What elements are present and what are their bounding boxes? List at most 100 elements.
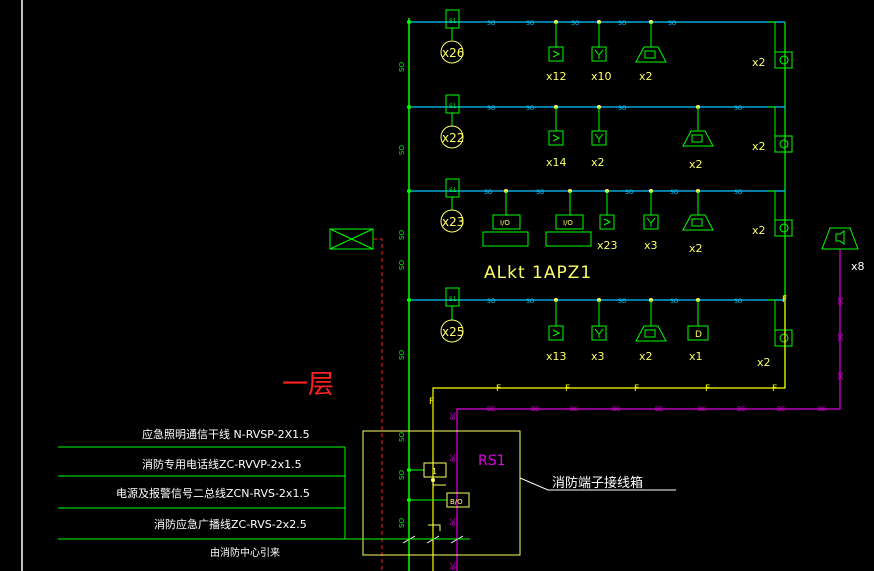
svg-text:F: F bbox=[565, 384, 570, 394]
fire-hydrant-button-icon bbox=[774, 219, 793, 237]
broadcast-line: BC BC BC BC BC BC BC BC BC BC BC BC BC B… bbox=[450, 249, 843, 571]
svg-text:B/O: B/O bbox=[450, 498, 463, 506]
floor-row-3: S1 x23 I/O I/O x23 x3 x2 x2 bbox=[407, 178, 793, 255]
device-count: x2 bbox=[689, 158, 703, 171]
riser-tag: SO bbox=[398, 260, 406, 270]
d-module-icon bbox=[687, 325, 709, 341]
smoke-detector-icon bbox=[548, 46, 564, 62]
box-name: 消防端子接线箱 bbox=[552, 475, 643, 491]
fire-hydrant-button-icon bbox=[774, 135, 793, 153]
svg-text:SO: SO bbox=[526, 20, 535, 27]
svg-text:SO: SO bbox=[571, 20, 580, 27]
svg-text:F: F bbox=[782, 295, 787, 305]
smoke-detector-icon bbox=[548, 325, 564, 341]
svg-text:SO: SO bbox=[734, 105, 743, 112]
svg-text:F: F bbox=[772, 384, 777, 394]
svg-text:SO: SO bbox=[625, 189, 634, 196]
svg-text:BC: BC bbox=[836, 372, 843, 380]
right-device-count: x2 bbox=[752, 224, 766, 237]
io-module-icon bbox=[555, 214, 584, 230]
io-label: I/O bbox=[563, 219, 573, 227]
speaker-icon bbox=[821, 227, 859, 250]
svg-text:SO: SO bbox=[618, 298, 627, 305]
io-label: I/O bbox=[500, 219, 510, 227]
s1-label: S1 bbox=[449, 296, 457, 303]
riser-tag: SO bbox=[398, 145, 406, 155]
floor-circle-count: x22 bbox=[442, 131, 464, 145]
floor-circle bbox=[440, 125, 464, 149]
svg-text:BC: BC bbox=[450, 454, 457, 462]
device-count: x10 bbox=[591, 70, 612, 83]
svg-text:BC: BC bbox=[531, 406, 539, 413]
svg-text:SO: SO bbox=[484, 189, 493, 196]
right-device-count: x2 bbox=[752, 56, 766, 69]
svg-text:SO: SO bbox=[526, 298, 535, 305]
cable-lines bbox=[58, 446, 470, 540]
device-count: x14 bbox=[546, 156, 567, 169]
fire-hydrant-button-icon bbox=[774, 51, 793, 69]
speaker-count: x8 bbox=[851, 260, 865, 273]
floor-circle-count: x23 bbox=[442, 215, 464, 229]
svg-text:SO: SO bbox=[487, 105, 496, 112]
device-count: x2 bbox=[639, 350, 653, 363]
red-dashed-line bbox=[373, 238, 383, 571]
cable-label: 消防专用电话线ZC-RVVP-2x1.5 bbox=[142, 457, 302, 471]
svg-text:SO: SO bbox=[670, 189, 679, 196]
svg-text:SO: SO bbox=[526, 105, 535, 112]
floor-row-2: S1 x22 x14 x2 x2 x2 bbox=[407, 94, 793, 171]
box-label: RS1 bbox=[478, 453, 506, 469]
heat-detector-icon bbox=[591, 130, 607, 146]
alarm-bell-icon bbox=[635, 325, 667, 342]
svg-text:BC: BC bbox=[737, 406, 745, 413]
svg-text:BC: BC bbox=[612, 406, 620, 413]
cable-label: 消防应急广播线ZC-RVS-2x2.5 bbox=[154, 517, 307, 531]
device-count: x1 bbox=[689, 350, 703, 363]
riser-tag: SO bbox=[398, 470, 406, 480]
svg-text:F: F bbox=[429, 397, 434, 407]
floor-label: 一层 bbox=[282, 370, 334, 400]
riser-tag: SO bbox=[398, 432, 406, 442]
svg-text:BC: BC bbox=[450, 562, 457, 570]
floor-circle bbox=[440, 40, 464, 64]
svg-text:BC: BC bbox=[655, 406, 663, 413]
svg-text:BC: BC bbox=[450, 412, 457, 420]
svg-text:SO: SO bbox=[618, 105, 627, 112]
floor-circle-count: x25 bbox=[442, 325, 464, 339]
device-count: x3 bbox=[644, 239, 658, 252]
svg-text:F: F bbox=[496, 384, 501, 394]
bus-tags: SO SO SO SO SO SO SO SO SO SO SO SO SO S… bbox=[484, 20, 743, 305]
io-module-icon bbox=[492, 214, 521, 230]
riser-tag: SO bbox=[398, 518, 406, 528]
floor-row-4: S1 x25 D x13 x3 x2 x1 x2 bbox=[407, 287, 793, 369]
smoke-detector-icon bbox=[548, 130, 564, 146]
floor-circle-count: x26 bbox=[442, 46, 464, 60]
d-label: D bbox=[695, 330, 702, 340]
svg-text:BC: BC bbox=[450, 518, 457, 526]
svg-text:BC: BC bbox=[777, 406, 785, 413]
terminal-box bbox=[362, 430, 521, 556]
riser-tag: SO bbox=[398, 62, 406, 72]
riser-tag: SO bbox=[398, 230, 406, 240]
alarm-bell-icon bbox=[635, 46, 667, 63]
bo-module bbox=[446, 492, 470, 508]
cable-label: 由消防中心引来 bbox=[210, 546, 280, 559]
right-device-count: x2 bbox=[752, 140, 766, 153]
power-line: F F F F F F F bbox=[429, 295, 787, 571]
alarm-bell-icon bbox=[682, 130, 714, 147]
cable-label: 电源及报警信号二总线ZCN-RVS-2x1.5 bbox=[116, 486, 310, 500]
svg-text:SO: SO bbox=[734, 298, 743, 305]
svg-text:F: F bbox=[705, 384, 710, 394]
heat-detector-icon bbox=[643, 214, 659, 230]
s1-label: S1 bbox=[449, 103, 457, 110]
fire-hydrant-button-icon bbox=[774, 329, 793, 347]
svg-text:SO: SO bbox=[668, 20, 677, 27]
heat-detector-icon bbox=[591, 46, 607, 62]
floor-row-1: S1 x26 x12 x10 x2 x2 bbox=[407, 9, 793, 83]
svg-text:BC: BC bbox=[487, 406, 495, 413]
device-count: x2 bbox=[591, 156, 605, 169]
floor-circle bbox=[440, 209, 464, 233]
module-1 bbox=[423, 462, 447, 478]
svg-text:SO: SO bbox=[536, 189, 545, 196]
s1-label: S1 bbox=[449, 187, 457, 194]
device-count: x2 bbox=[689, 242, 703, 255]
